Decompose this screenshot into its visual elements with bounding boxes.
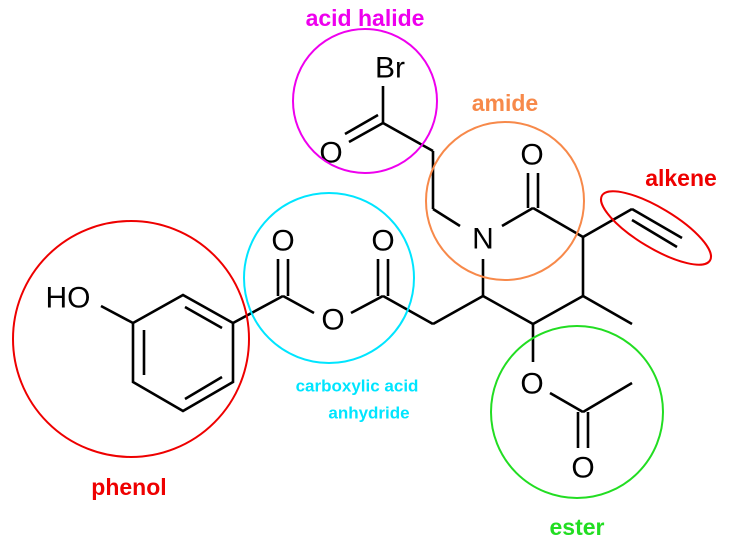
bond: [532, 294, 584, 326]
acid-halide-label: acid halide: [306, 5, 425, 31]
anhydride-label-line2: anhydride: [328, 404, 409, 423]
atom-ho: HO: [46, 282, 91, 315]
methyl-bond: [582, 294, 633, 326]
oh-bond: [100, 304, 134, 325]
bond: [350, 294, 384, 315]
phenol-circle: [12, 220, 250, 458]
bond: [501, 206, 534, 228]
ring-double-bond: [184, 305, 223, 330]
anhydride-circle: [243, 192, 415, 364]
alkene-label: alkene: [645, 165, 717, 191]
atom-o: O: [571, 452, 594, 485]
bond: [549, 391, 584, 414]
acid-halide-circle: [292, 28, 438, 174]
atom-o: O: [520, 139, 543, 172]
atom-labels: HO O O O Br O O N O O: [46, 52, 595, 485]
bond: [432, 207, 461, 228]
bond: [482, 294, 534, 326]
bond: [582, 207, 633, 239]
bond: [432, 294, 484, 326]
group-highlights: [12, 28, 712, 499]
bond: [582, 381, 633, 414]
atom-o: O: [271, 225, 294, 258]
amide-circle: [425, 121, 585, 281]
ring-double-bond: [184, 375, 223, 401]
ester-circle: [490, 325, 664, 499]
alkene-bond: [631, 207, 683, 240]
alkene-bond: [631, 218, 678, 249]
ester-label: ester: [550, 514, 605, 540]
bond: [282, 294, 315, 315]
atom-n: N: [472, 223, 494, 256]
atom-br: Br: [375, 52, 405, 85]
bond: [232, 294, 284, 325]
atom-o: O: [520, 368, 543, 401]
atom-o: O: [371, 225, 394, 258]
group-labels: acid halide amide alkene carboxylic acid…: [91, 5, 717, 540]
bond: [532, 206, 584, 239]
atom-o: O: [321, 304, 344, 337]
phenol-label: phenol: [91, 474, 166, 500]
benzene-ring: [131, 293, 235, 413]
acyl-carbonyl-bond: [344, 113, 379, 136]
anhydride-label-line1: carboxylic acid: [296, 377, 419, 396]
amide-label: amide: [472, 90, 538, 116]
acyl-carbonyl-bond: [348, 121, 384, 144]
bond: [382, 121, 434, 153]
alkene-ellipse: [600, 190, 712, 266]
